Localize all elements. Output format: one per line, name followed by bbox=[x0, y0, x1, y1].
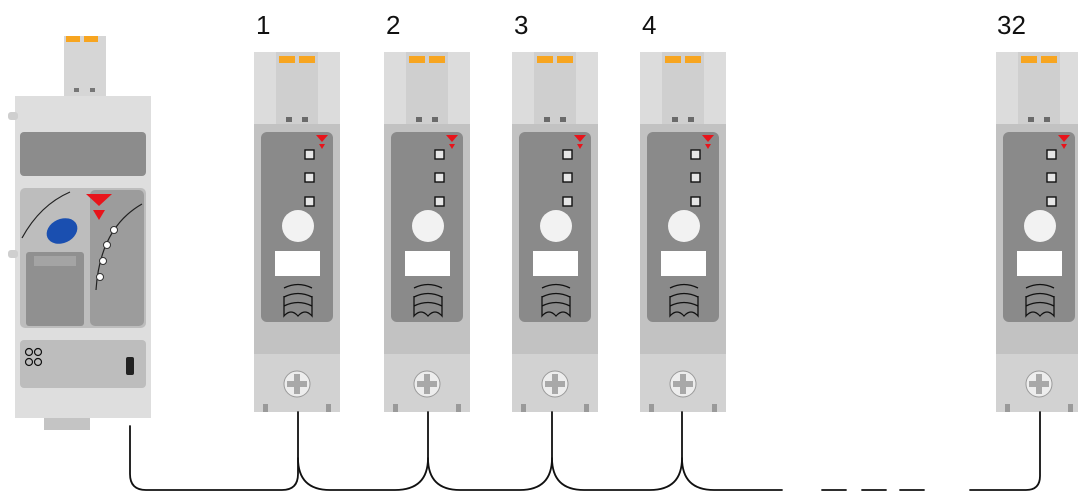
module-address-label bbox=[405, 251, 450, 276]
module-address-label bbox=[275, 251, 320, 276]
bus-cables bbox=[129, 411, 1041, 491]
slave-module-2 bbox=[384, 52, 470, 412]
module-address-button[interactable] bbox=[668, 210, 700, 242]
module-connector-pin bbox=[1041, 56, 1057, 63]
module-connector-pin bbox=[537, 56, 553, 63]
master-lower-panel bbox=[20, 340, 146, 388]
module-led bbox=[304, 149, 315, 160]
terminal-block-icon bbox=[669, 296, 699, 318]
master-led bbox=[110, 226, 118, 234]
module-connector-housing bbox=[406, 52, 448, 124]
module-address-label bbox=[533, 251, 578, 276]
module-address-label bbox=[1017, 251, 1062, 276]
master-bottom-clip bbox=[44, 418, 90, 430]
module-led bbox=[304, 196, 315, 207]
module-connector-pin bbox=[665, 56, 681, 63]
module-led bbox=[562, 172, 573, 183]
module-connector-housing bbox=[1018, 52, 1060, 124]
module-address-label bbox=[661, 251, 706, 276]
module-address-button[interactable] bbox=[412, 210, 444, 242]
master-top-connector bbox=[64, 36, 106, 96]
bus-cable-segment bbox=[969, 411, 1041, 491]
bus-cable-segment bbox=[427, 411, 553, 491]
module-led bbox=[434, 196, 445, 207]
brand-logo-icon bbox=[446, 135, 458, 142]
module-led bbox=[1046, 172, 1057, 183]
bus-cable-segment bbox=[551, 411, 683, 491]
module-connector-housing bbox=[276, 52, 318, 124]
master-controller bbox=[8, 36, 151, 430]
bus-cable-segment bbox=[129, 411, 299, 491]
brand-logo-icon bbox=[1058, 135, 1070, 142]
terminal-block-icon bbox=[283, 296, 313, 318]
module-led bbox=[1046, 196, 1057, 207]
master-port bbox=[26, 252, 84, 326]
bus-cable-segment bbox=[297, 411, 429, 491]
module-number-label: 3 bbox=[514, 10, 529, 40]
module-led bbox=[562, 149, 573, 160]
module-address-button[interactable] bbox=[282, 210, 314, 242]
module-led bbox=[562, 196, 573, 207]
bus-cable-segment bbox=[681, 457, 783, 491]
terminal-block-icon bbox=[1025, 296, 1055, 318]
usb-port-icon bbox=[126, 357, 134, 375]
slave-module-32 bbox=[996, 52, 1078, 412]
module-led bbox=[690, 149, 701, 160]
module-connector-housing bbox=[534, 52, 576, 124]
master-blue-button[interactable] bbox=[42, 213, 81, 248]
master-led bbox=[96, 273, 104, 281]
brand-logo-icon bbox=[316, 135, 328, 142]
module-led bbox=[690, 172, 701, 183]
slave-module-3 bbox=[512, 52, 598, 412]
module-connector-pin bbox=[429, 56, 445, 63]
module-connector-pin bbox=[409, 56, 425, 63]
brand-logo-icon bbox=[702, 135, 714, 142]
module-led bbox=[1046, 149, 1057, 160]
module-connector-pin bbox=[279, 56, 295, 63]
brand-logo-icon bbox=[574, 135, 586, 142]
terminal-block-icon bbox=[541, 296, 571, 318]
slave-module-4 bbox=[640, 52, 726, 412]
module-connector-pin bbox=[685, 56, 701, 63]
master-led bbox=[103, 241, 111, 249]
master-label-window bbox=[20, 132, 146, 176]
module-connector-housing bbox=[662, 52, 704, 124]
master-connector-pin bbox=[84, 36, 98, 42]
module-led bbox=[304, 172, 315, 183]
module-connector-pin bbox=[299, 56, 315, 63]
module-connector-pin bbox=[557, 56, 573, 63]
brand-logo-icon bbox=[86, 194, 112, 206]
module-number-label: 32 bbox=[997, 10, 1026, 40]
terminal-block-icon bbox=[413, 296, 443, 318]
module-number-label: 4 bbox=[642, 10, 657, 40]
module-connector-pin bbox=[1021, 56, 1037, 63]
module-address-button[interactable] bbox=[1024, 210, 1056, 242]
module-number-label: 1 bbox=[256, 10, 271, 40]
module-led bbox=[434, 172, 445, 183]
module-led bbox=[690, 196, 701, 207]
master-led bbox=[99, 257, 107, 265]
module-address-button[interactable] bbox=[540, 210, 572, 242]
slave-module-1 bbox=[254, 52, 340, 412]
module-number-label: 2 bbox=[386, 10, 401, 40]
module-led bbox=[434, 149, 445, 160]
master-connector-pin bbox=[66, 36, 80, 42]
